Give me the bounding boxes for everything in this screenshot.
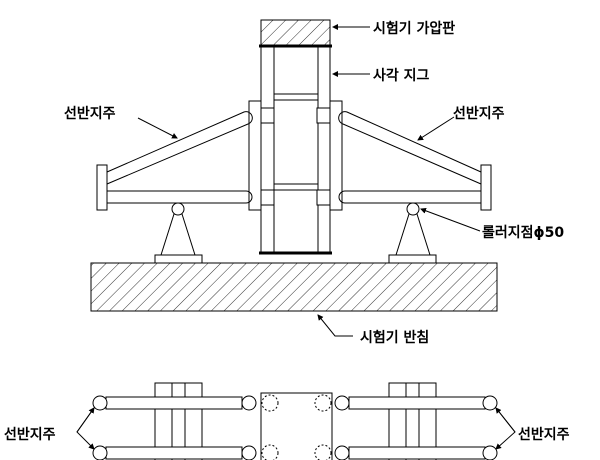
leader-lines xyxy=(137,24,481,337)
label-square-jig: 사각 지그 xyxy=(373,68,430,84)
shelf-support-left xyxy=(96,100,262,211)
roller-support-left xyxy=(154,202,203,264)
tester-base xyxy=(90,262,498,312)
label-shelf-support-left: 선반지주 xyxy=(64,106,116,122)
label-press-plate: 시험기 가압판 xyxy=(373,21,456,37)
label-shelf-support-right: 선반지주 xyxy=(453,106,505,122)
label-plan-shelf-right: 선반지주 xyxy=(518,427,570,443)
press-plate xyxy=(259,19,332,48)
shelf-support-right xyxy=(329,100,492,211)
label-roller-support: 롤러지점ϕ50 xyxy=(482,225,565,241)
square-jig xyxy=(259,46,332,255)
label-tester-base: 시험기 반침 xyxy=(360,330,430,346)
label-plan-shelf-left: 선반지주 xyxy=(4,427,56,443)
plan-view xyxy=(76,382,516,460)
